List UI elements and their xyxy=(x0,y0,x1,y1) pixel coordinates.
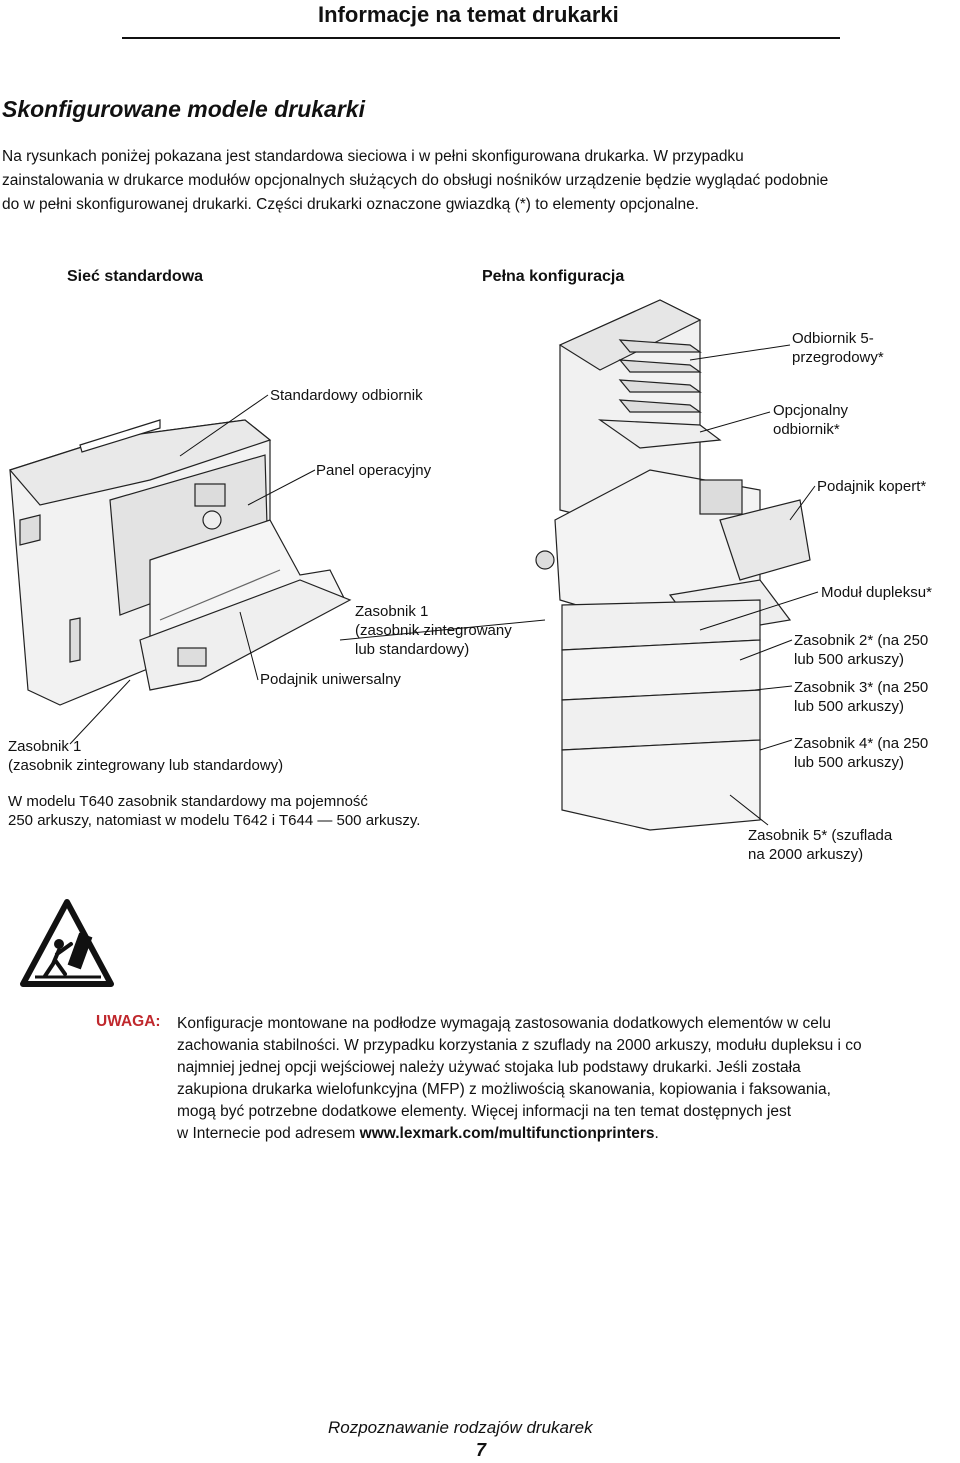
leader-lines xyxy=(69,344,819,826)
label-operator-panel: Panel operacyjny xyxy=(316,462,432,479)
label-duplex-unit: Moduł dupleksu* xyxy=(821,584,932,601)
caution-line: najmniej jednej opcji wejściowej należy … xyxy=(177,1059,801,1076)
intro-line: zainstalowania w drukarce modułów opcjon… xyxy=(2,172,829,189)
caution-line: Konfiguracje montowane na podłodze wymag… xyxy=(177,1015,831,1032)
label-tray4: Zasobnik 4* (na 250 lub 500 arkuszy) xyxy=(794,734,928,772)
header-rule xyxy=(122,37,840,39)
label-tray1-left: Zasobnik 1 (zasobnik zintegrowany lub st… xyxy=(8,737,283,775)
lexmark-mfp-link[interactable]: www.lexmark.com/multifunctionprinters xyxy=(359,1125,655,1142)
intro-paragraph: Na rysunkach poniżej pokazana jest stand… xyxy=(2,145,957,217)
label-line: na 2000 arkuszy) xyxy=(748,846,864,863)
caution-suffix: . xyxy=(654,1125,659,1142)
label-mp-feeder: Podajnik uniwersalny xyxy=(260,671,401,688)
section-title: Skonfigurowane modele drukarki xyxy=(2,96,365,122)
note-line: 250 arkuszy, natomiast w modelu T642 i T… xyxy=(8,812,421,829)
full-configuration-printer-illustration xyxy=(535,299,811,831)
label-line: (zasobnik zintegrowany xyxy=(355,622,512,639)
label-mailbox: Odbiornik 5- przegrodowy* xyxy=(792,329,884,367)
label-line: Zasobnik 4* (na 250 xyxy=(794,735,929,752)
label-line: Zasobnik 5* (szuflada xyxy=(748,827,893,844)
printer-illustrations xyxy=(8,299,819,831)
label-line: lub 500 arkuszy) xyxy=(794,698,905,715)
note-line: W modelu T640 zasobnik standardowy ma po… xyxy=(8,793,368,810)
label-line: lub 500 arkuszy) xyxy=(794,651,905,668)
intro-line: Na rysunkach poniżej pokazana jest stand… xyxy=(2,148,744,165)
label-line: Opcjonalny xyxy=(773,402,849,419)
footer-chapter-title: Rozpoznawanie rodzajów drukarek xyxy=(328,1418,593,1437)
intro-line: do w pełni skonfigurowanej drukarki. Czę… xyxy=(2,196,699,213)
tray-capacity-note: W modelu T640 zasobnik standardowy ma po… xyxy=(8,792,420,830)
label-output-expander: Opcjonalny odbiornik* xyxy=(773,401,848,439)
caution-line: zakupiona drukarka wielofunkcyjna (MFP) … xyxy=(177,1081,831,1098)
label-line: przegrodowy* xyxy=(792,349,884,366)
label-line: lub standardowy) xyxy=(355,641,470,658)
label-tray1-center: Zasobnik 1 (zasobnik zintegrowany lub st… xyxy=(355,602,512,659)
label-line: Zasobnik 3* (na 250 xyxy=(794,679,929,696)
caution-line: zachowania stabilności. W przypadku korz… xyxy=(177,1037,862,1054)
label-standard-bin: Standardowy odbiornik xyxy=(270,387,423,404)
label-line: Odbiornik 5- xyxy=(792,330,874,347)
label-tray2: Zasobnik 2* (na 250 lub 500 arkuszy) xyxy=(794,631,928,669)
label-line: Zasobnik 1 xyxy=(8,738,82,755)
label-tray3: Zasobnik 3* (na 250 lub 500 arkuszy) xyxy=(794,678,928,716)
label-envelope-feeder: Podajnik kopert* xyxy=(817,478,927,495)
caution-text: Konfiguracje montowane na podłodze wymag… xyxy=(177,1013,959,1145)
heading-full-configuration: Pełna konfiguracja xyxy=(482,268,625,285)
label-line: (zasobnik zintegrowany lub standardowy) xyxy=(8,757,284,774)
label-line: odbiornik* xyxy=(773,421,840,438)
label-tray5: Zasobnik 5* (szuflada na 2000 arkuszy) xyxy=(748,826,892,864)
caution-prefix: w Internecie pod adresem xyxy=(177,1125,360,1142)
page-number: 7 xyxy=(476,1440,487,1460)
tip-hazard-warning-icon xyxy=(20,899,114,987)
page-header-title: Informacje na temat drukarki xyxy=(318,2,619,27)
caution-line: mogą być potrzebne dodatkowe elementy. W… xyxy=(177,1103,792,1120)
label-line: Zasobnik 2* (na 250 xyxy=(794,632,929,649)
caution-label: UWAGA: xyxy=(96,1013,161,1030)
label-line: lub 500 arkuszy) xyxy=(794,754,905,771)
heading-standard-network: Sieć standardowa xyxy=(67,268,204,285)
caution-line-last: w Internecie pod adresem www.lexmark.com… xyxy=(177,1123,959,1145)
label-line: Zasobnik 1 xyxy=(355,603,429,620)
standard-printer-illustration xyxy=(8,419,352,706)
